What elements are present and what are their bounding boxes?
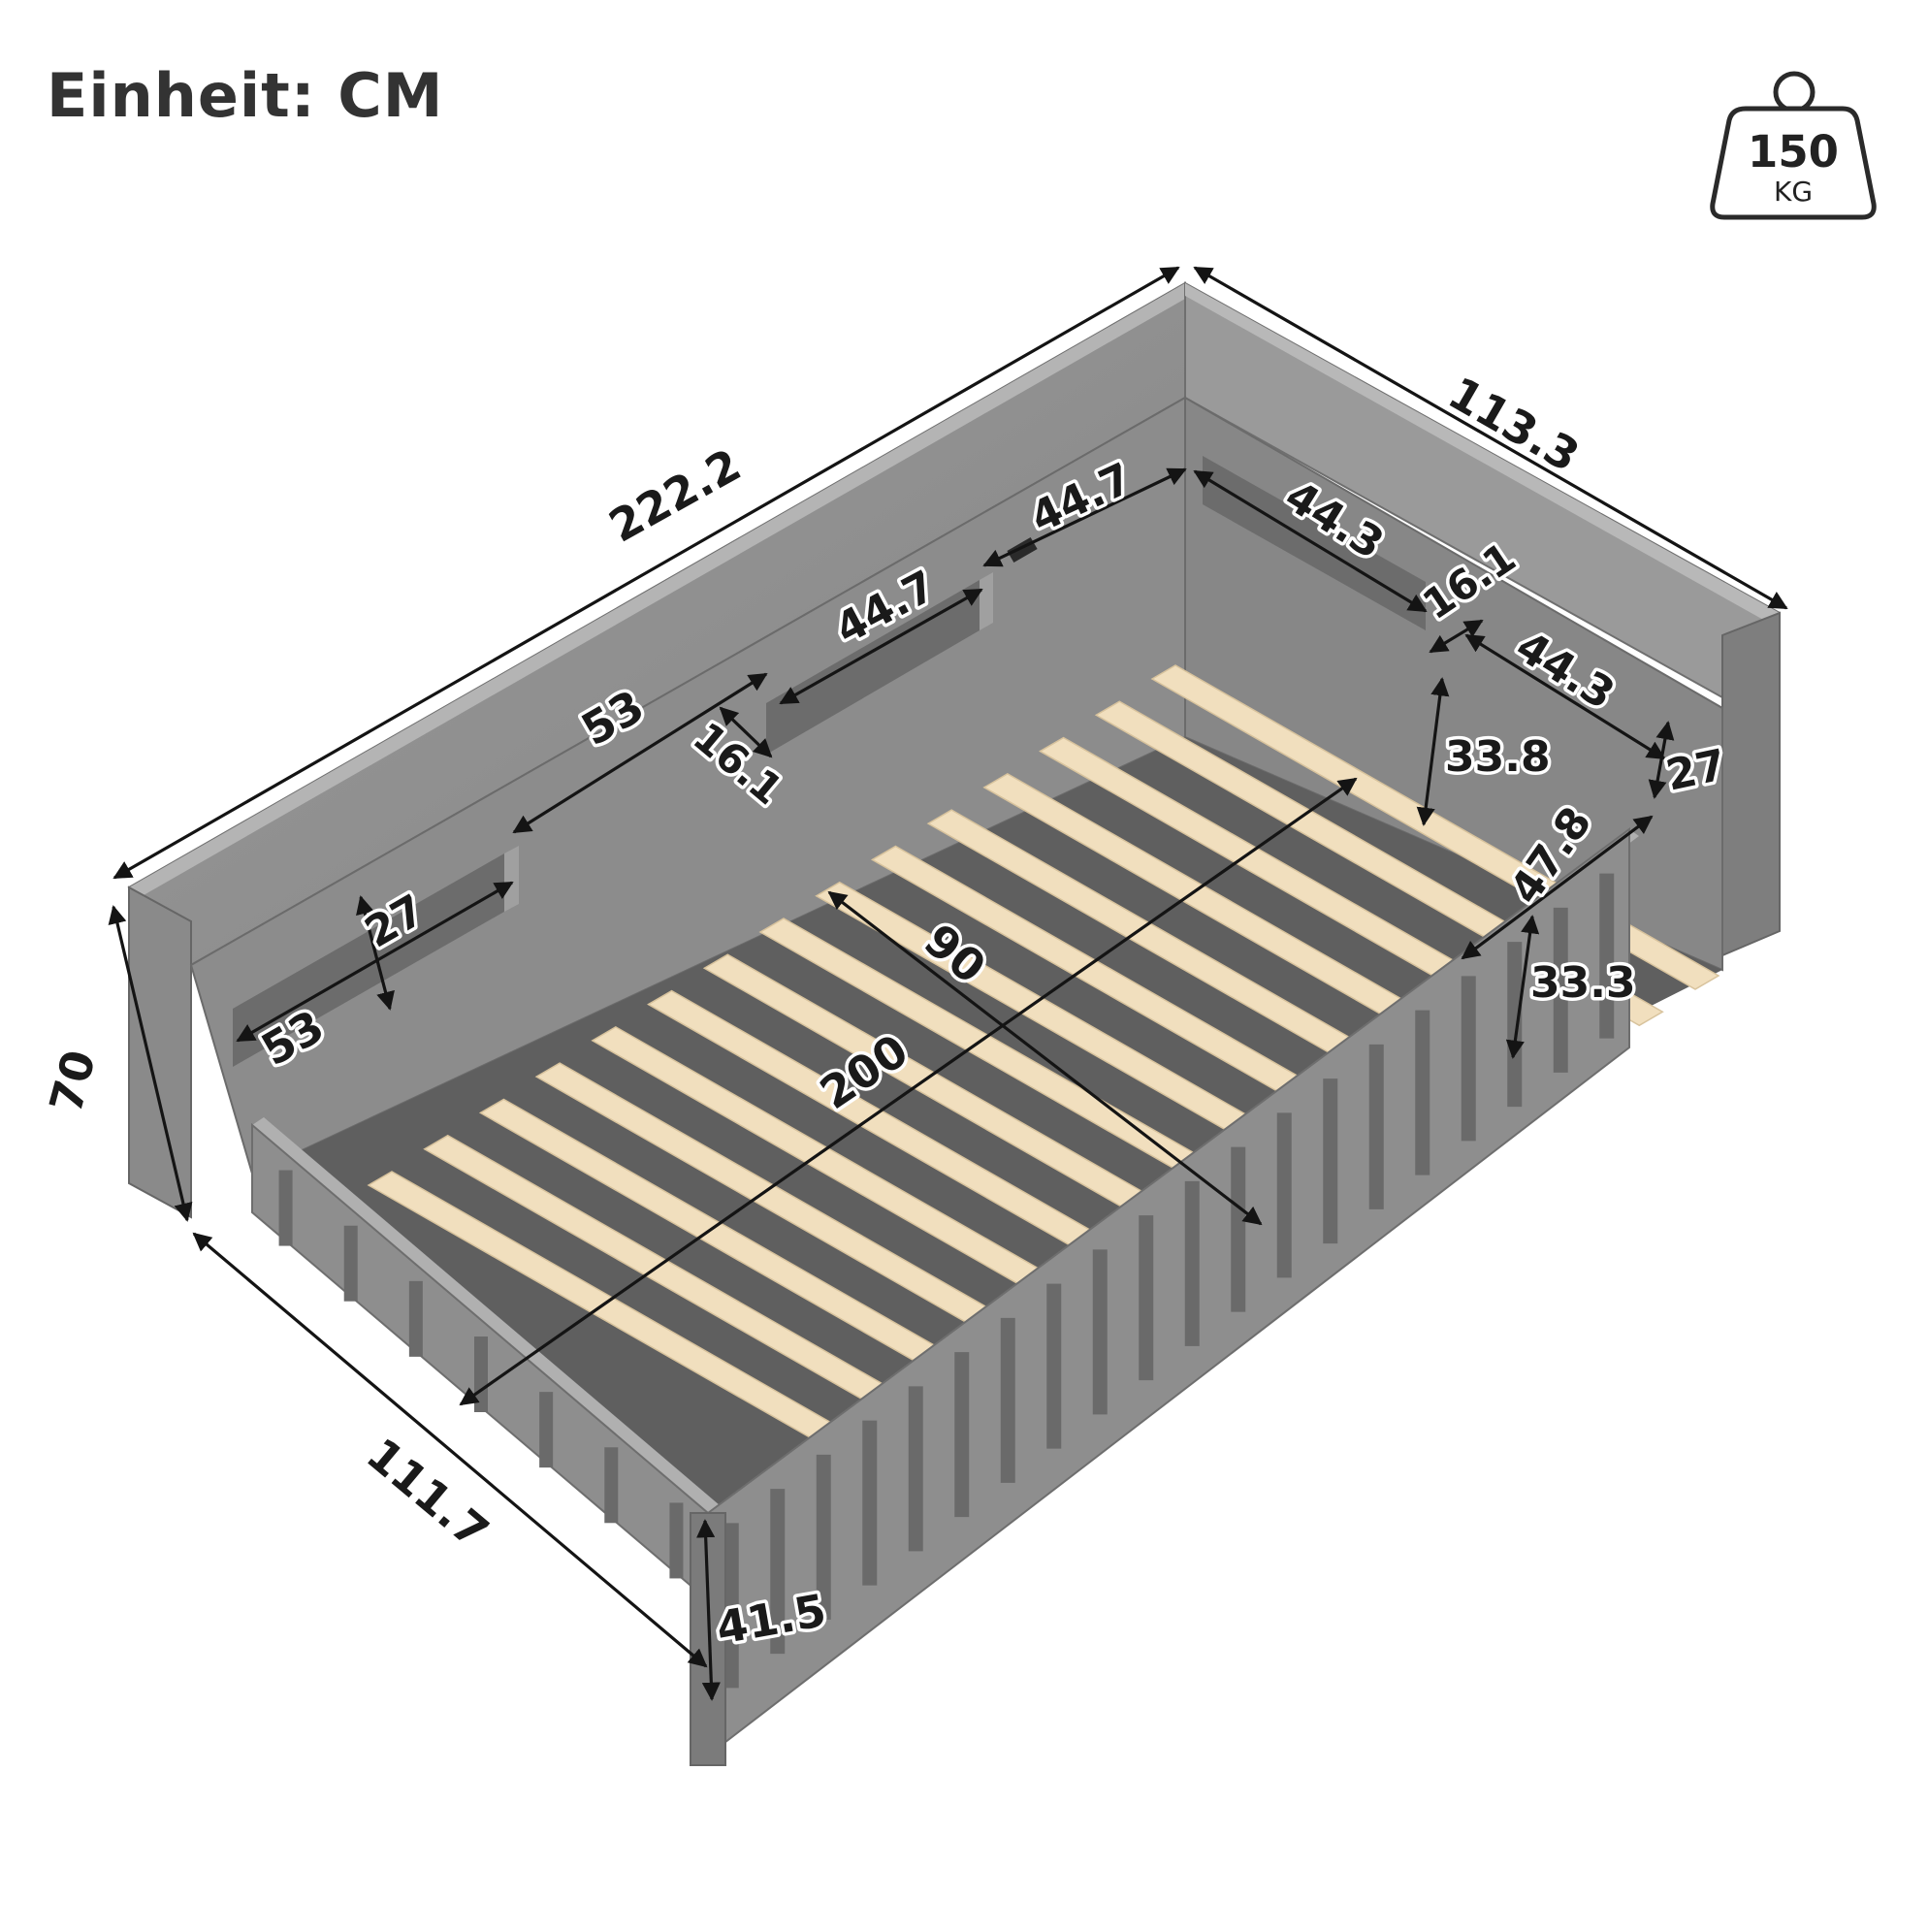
rail-bar [1368, 1044, 1384, 1209]
dim-line-shelf-447b [982, 467, 1187, 567]
dim-line-mattress-width [827, 890, 1263, 1226]
rail-bar [723, 1523, 739, 1689]
dimension-lines [108, 266, 1788, 1701]
left-post [128, 886, 192, 1219]
rail-bar [954, 1352, 970, 1518]
weight-icon: 150 KG [1710, 71, 1877, 220]
rail-bar [1415, 1010, 1430, 1175]
rail-bar [1092, 1249, 1108, 1415]
dim-line-shelf-27 [356, 895, 395, 1011]
dim-line-shelf-447a [779, 588, 983, 705]
dim-line-side-27 [1648, 721, 1675, 799]
rail-bar [1000, 1317, 1015, 1483]
rail-bar [604, 1447, 619, 1524]
rail-bar [1323, 1079, 1338, 1244]
rail-bar [862, 1420, 878, 1586]
dim-height-total: 70 [39, 1045, 106, 1118]
dim-line-side-443a [1193, 469, 1428, 613]
bed-frame [127, 281, 1781, 1766]
dim-door-333: 33.3 [1530, 958, 1636, 1008]
rail-bar [278, 1170, 293, 1246]
dim-inner-338: 33.8 [1445, 732, 1551, 782]
dim-line-depth [192, 1232, 708, 1668]
dim-depth-front: 111.7 [357, 1428, 498, 1559]
rail-bar [770, 1489, 786, 1655]
rail-bar [1461, 976, 1476, 1142]
dim-line-shelf-53b [512, 672, 768, 834]
rail-bar [1276, 1112, 1292, 1278]
rail-bar [1046, 1283, 1062, 1449]
rail-bar [1507, 942, 1523, 1108]
unit-label: Einheit: CM [47, 60, 444, 131]
rail-bar [1599, 873, 1615, 1039]
dim-line-side-443b [1464, 633, 1666, 760]
weight-unit: KG [1774, 176, 1813, 208]
dim-line-inner-338 [1416, 677, 1450, 826]
dim-line-length [112, 266, 1180, 880]
rail-bar [408, 1280, 423, 1357]
rail-bar [908, 1386, 923, 1552]
rail-bar [816, 1454, 831, 1620]
dim-length-total: 222.2 [600, 438, 749, 553]
rail-bar [1184, 1180, 1200, 1346]
weight-value: 150 [1748, 126, 1839, 177]
rail-bar [669, 1502, 684, 1579]
rail-bar [474, 1336, 488, 1412]
shelf-divider-2 [980, 572, 993, 630]
dim-line-door-333 [1505, 915, 1540, 1059]
rail-bar [343, 1225, 358, 1302]
dim-line-height [108, 905, 193, 1222]
dim-line-shelf-161a [719, 706, 773, 758]
rail-bar [1139, 1215, 1154, 1381]
dim-line-width [1193, 266, 1788, 610]
shelf-divider-1 [504, 846, 519, 912]
dim-line-door-478 [1461, 815, 1654, 960]
end-post [1721, 611, 1781, 957]
dim-line-rail-height [696, 1519, 721, 1701]
dim-line-side-161 [1429, 619, 1484, 654]
rail-bar [1231, 1146, 1246, 1312]
rail-bar [539, 1392, 554, 1468]
